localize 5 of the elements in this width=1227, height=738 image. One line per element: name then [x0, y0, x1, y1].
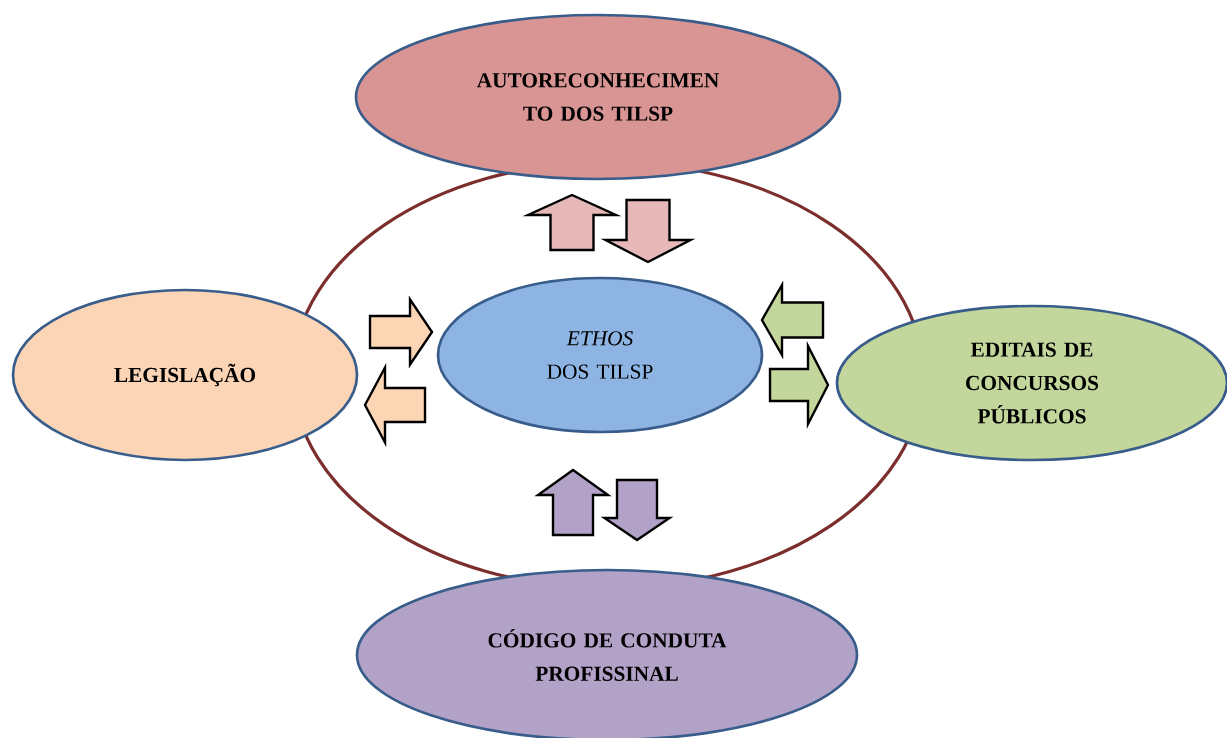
ellipse-node: EDITAIS DE CONCURSOS PÚBLICOS — [835, 304, 1227, 462]
ellipse-node: CÓDIGO DE CONDUTA PROFISSINAL — [355, 568, 859, 738]
ellipse-node: AUTORECONHECIMEN TO DOS TILSP — [354, 13, 842, 181]
ellipse-node: LEGISLAÇÃO — [11, 288, 359, 462]
ellipse-node: ETHOS DOS TILSP — [436, 276, 764, 434]
